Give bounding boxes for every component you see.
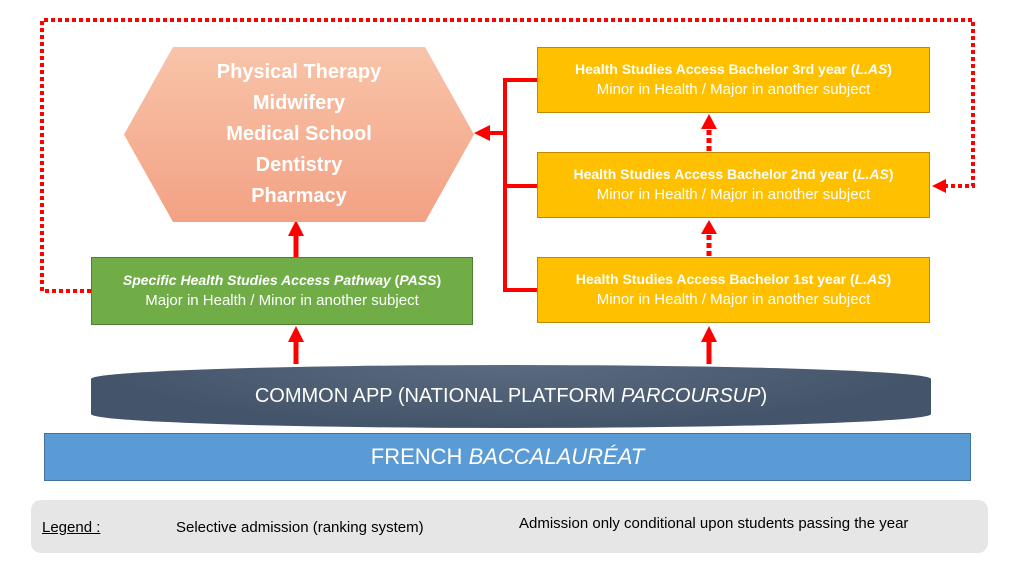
las-1st-year-box: Health Studies Access Bachelor 1st year …: [537, 257, 930, 323]
health-programs-hexagon: Physical Therapy Midwifery Medical Schoo…: [124, 47, 474, 222]
pass-title: Specific Health Studies Access Pathway (…: [122, 272, 442, 288]
legend-dashed-arrow-label: Admission only conditional upon students…: [519, 515, 909, 532]
las-1st-year-title: Health Studies Access Bachelor 1st year …: [575, 271, 892, 287]
las-2nd-year-subtitle: Minor in Health / Major in another subje…: [596, 186, 871, 203]
platform-to-pass-arrowhead: [288, 326, 304, 342]
common-app-platform: COMMON APP (NATIONAL PLATFORM PARCOURSUP…: [91, 365, 931, 428]
pass-to-las2-arrowhead: [932, 179, 946, 193]
program-physical-therapy: Physical Therapy: [216, 61, 382, 83]
hexagon-arrowhead-right: [474, 125, 490, 141]
legend-solid-arrow-label: Selective admission (ranking system): [176, 519, 424, 536]
pass-to-las2-dotted-connector: [40, 18, 975, 293]
las1-to-las2-arrowhead: [701, 220, 717, 234]
program-dentistry: Dentistry: [255, 154, 343, 176]
baccalaureat-label: FRENCH BACCALAURÉAT: [370, 444, 645, 469]
pass-to-hexagon-arrowhead: [288, 220, 304, 236]
program-midwifery: Midwifery: [252, 92, 346, 114]
las-2nd-year-box: Health Studies Access Bachelor 2nd year …: [537, 152, 930, 218]
program-pharmacy: Pharmacy: [251, 185, 347, 207]
las-2nd-year-title: Health Studies Access Bachelor 2nd year …: [573, 166, 894, 182]
legend-title: Legend :: [42, 519, 101, 536]
pass-subtitle: Major in Health / Minor in another subje…: [145, 292, 419, 309]
las-3rd-year-subtitle: Minor in Health / Major in another subje…: [596, 81, 871, 98]
legend-panel: [31, 500, 988, 553]
las-3rd-year-title: Health Studies Access Bachelor 3rd year …: [575, 61, 892, 77]
platform-to-las1-arrowhead: [701, 326, 717, 342]
pass-pathway-box: Specific Health Studies Access Pathway (…: [91, 257, 473, 325]
las-3rd-year-box: Health Studies Access Bachelor 3rd year …: [537, 47, 930, 113]
las-1st-year-subtitle: Minor in Health / Major in another subje…: [596, 291, 871, 308]
program-medical-school: Medical School: [226, 123, 372, 145]
las2-to-las3-arrowhead: [701, 114, 717, 129]
french-baccalaureat-bar: FRENCH BACCALAURÉAT: [44, 433, 971, 481]
platform-label: COMMON APP (NATIONAL PLATFORM PARCOURSUP…: [254, 385, 768, 407]
